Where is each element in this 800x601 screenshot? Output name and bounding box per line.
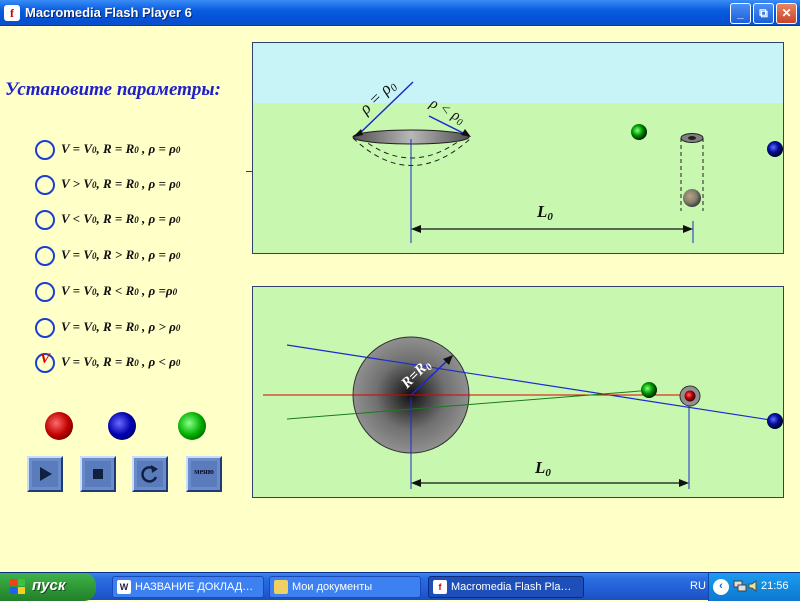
folder-icon [274, 580, 288, 594]
green-ball [641, 382, 657, 398]
top-view-panel: R=R0 L0 [252, 286, 784, 498]
restart-icon [141, 465, 158, 483]
blue-trajectory [286, 344, 778, 422]
flash-app-icon: f [4, 5, 20, 21]
distance-arrow-right [683, 225, 693, 233]
window-title: Macromedia Flash Player 6 [25, 5, 192, 20]
check-mark: V [39, 351, 50, 367]
distance-label: L0 [534, 458, 551, 479]
side-view-canvas: ρ = ρ0 ρ < ρ0 L0 [253, 43, 783, 253]
radio-button[interactable] [35, 175, 55, 195]
stop-button[interactable] [80, 456, 116, 492]
radio-button[interactable] [35, 282, 55, 302]
task-my-documents[interactable]: Мои документы [269, 576, 421, 598]
dashed-trajectory-inner [360, 137, 464, 159]
menu-button-label: меню [194, 467, 214, 476]
play-icon [40, 467, 52, 481]
radio-button[interactable] [35, 140, 55, 160]
side-view-panel: ρ = ρ0 ρ < ρ0 L0 [252, 42, 784, 254]
top-view-canvas: R=R0 L0 [263, 336, 783, 489]
taskbar: пуск W НАЗВАНИЕ ДОКЛАД… Мои документы f … [0, 572, 800, 601]
dashed-trajectory-outer [352, 137, 472, 166]
cylinder-hole [688, 136, 696, 140]
rho-equal-vector [356, 81, 414, 137]
minimize-button[interactable]: _ [730, 3, 751, 24]
volume-icon[interactable] [747, 579, 761, 593]
red-ball-legend [45, 412, 73, 440]
option-label[interactable]: V < V0, R = R0 , ρ = ρ0 [61, 211, 181, 226]
radio-button[interactable]: V [35, 351, 55, 373]
task-flash-player[interactable]: f Macromedia Flash Pla… [428, 576, 584, 598]
option-label[interactable]: V = V0, R = R0 , ρ < ρ0 [61, 354, 181, 369]
green-ball [631, 124, 647, 140]
blue-ball [767, 141, 783, 157]
maximize-button[interactable]: ⧉ [753, 3, 774, 24]
distance-arrow-left [411, 225, 421, 233]
option-label[interactable]: V = V0, R = R0 , ρ = ρ0 [61, 141, 181, 156]
radio-button[interactable] [35, 318, 55, 338]
flash-icon: f [433, 580, 447, 594]
parameters-heading: Установите параметры: [5, 79, 221, 100]
blue-ball-legend [108, 412, 136, 440]
green-ball-legend [178, 412, 206, 440]
clock[interactable]: 21:56 [761, 580, 789, 592]
radius-arrowhead [443, 355, 453, 365]
ground-area [253, 103, 783, 253]
arrowhead-left [353, 129, 363, 137]
edge-tick [246, 171, 252, 172]
stop-icon [93, 469, 103, 479]
radio-button[interactable] [35, 210, 55, 230]
task-label: НАЗВАНИЕ ДОКЛАД… [135, 581, 254, 593]
network-icon[interactable] [733, 579, 747, 593]
close-button[interactable]: ✕ [776, 3, 797, 24]
distance-arrow-right [679, 479, 689, 487]
task-label: Мои документы [292, 581, 373, 593]
green-trajectory [286, 389, 654, 420]
falling-ball [683, 189, 701, 207]
task-label: Macromedia Flash Pla… [451, 581, 572, 593]
show-hidden-icons-icon[interactable]: ‹ [713, 579, 729, 595]
start-label: пуск [32, 577, 66, 594]
rho-less-vector [428, 115, 470, 137]
distance-arrow-left [411, 479, 421, 487]
radius-vector [410, 358, 450, 396]
start-button[interactable]: пуск [0, 573, 96, 601]
option-label[interactable]: V > V0, R = R0 , ρ = ρ0 [61, 176, 181, 191]
radio-button[interactable] [35, 246, 55, 266]
menu-button[interactable]: меню [186, 456, 222, 492]
play-button[interactable] [27, 456, 63, 492]
restart-button[interactable] [132, 456, 168, 492]
blue-ball [767, 413, 783, 429]
task-document[interactable]: W НАЗВАНИЕ ДОКЛАД… [112, 576, 264, 598]
system-tray: ‹ 21:56 [708, 573, 800, 601]
option-label[interactable]: V = V0, R = R0 , ρ > ρ0 [61, 319, 181, 334]
language-indicator[interactable]: RU [690, 580, 706, 592]
word-icon: W [117, 580, 131, 594]
title-bar: f Macromedia Flash Player 6 _ ⧉ ✕ [0, 0, 800, 26]
option-label[interactable]: V = V0, R > R0 , ρ = ρ0 [61, 247, 181, 262]
red-ball [684, 390, 696, 402]
windows-logo-icon [10, 579, 25, 594]
distance-label: L0 [536, 202, 553, 223]
option-label[interactable]: V = V0, R < R0 , ρ =ρ0 [61, 283, 178, 298]
arrowhead-right [461, 129, 471, 137]
sky-area [253, 43, 783, 103]
